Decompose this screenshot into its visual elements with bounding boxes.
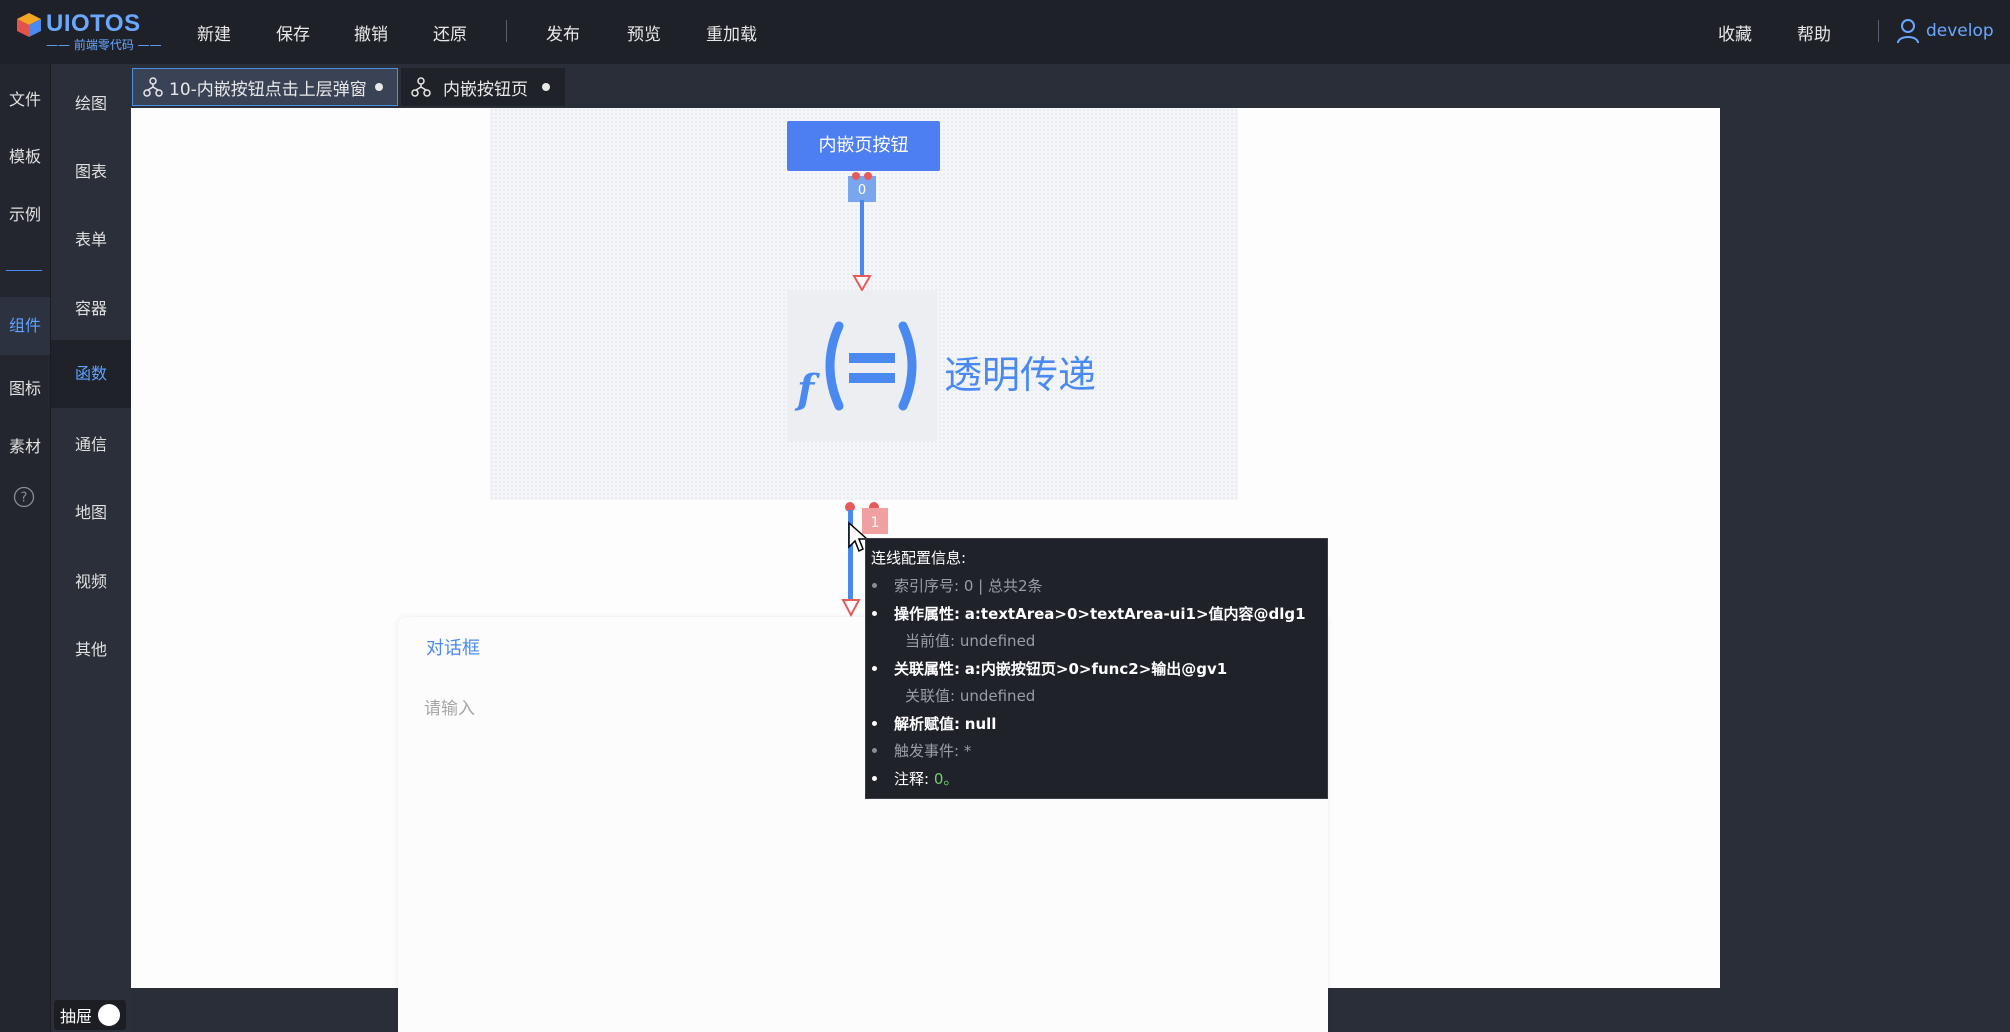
menu-new[interactable]: 新建	[197, 25, 231, 45]
bullet-icon	[872, 776, 877, 781]
tab-label: 内嵌按钮页	[443, 79, 528, 100]
unsaved-dot	[374, 83, 383, 91]
tooltip-row-note: 注释: 0。	[872, 768, 958, 789]
bullet-icon	[872, 748, 877, 753]
toggle-knob[interactable]	[98, 1004, 121, 1026]
menu-undo[interactable]: 撤销	[354, 25, 388, 45]
sidebar-item-icon[interactable]: 图标	[8, 379, 41, 398]
connector-line-top[interactable]: 0	[840, 170, 890, 295]
tooltip-row-index: 索引序号: 0 | 总共2条	[872, 575, 1043, 596]
sidebar-item-example[interactable]: 示例	[8, 205, 41, 224]
primary-sidebar	[0, 64, 51, 1032]
category-draw[interactable]: 绘图	[74, 94, 107, 113]
bullet-icon	[872, 666, 877, 671]
category-container[interactable]: 容器	[74, 299, 107, 318]
dialog-title: 对话框	[426, 638, 480, 659]
category-video[interactable]: 视频	[74, 572, 107, 591]
menu-redo[interactable]: 还原	[433, 25, 467, 45]
menu-save[interactable]: 保存	[276, 25, 310, 45]
tooltip-row-parse: 解析赋值: null	[872, 713, 996, 734]
connector-index-label: 0	[858, 183, 866, 198]
tab-inner-button-page[interactable]: 内嵌按钮页	[401, 68, 565, 106]
question-circle-icon[interactable]: ?	[13, 486, 35, 508]
tooltip-row-relation-value: 关联值: undefined	[905, 686, 1036, 706]
logo: UIOTOS —— 前端零代码 ——	[14, 10, 162, 52]
category-map[interactable]: 地图	[74, 503, 107, 522]
menu-preview[interactable]: 预览	[627, 25, 661, 45]
menu-reload[interactable]: 重加载	[706, 25, 757, 45]
function-equals-icon: f	[794, 321, 917, 413]
username: develop	[1926, 21, 1994, 41]
category-chart[interactable]: 图表	[74, 162, 107, 181]
function-label: 透明传递	[944, 353, 1097, 397]
category-communication[interactable]: 通信	[74, 435, 107, 454]
menu-favorite[interactable]: 收藏	[1718, 25, 1752, 45]
secondary-sidebar	[51, 64, 131, 1032]
dialog-text-input[interactable]: 请输入	[424, 699, 475, 719]
inner-page-button[interactable]: 内嵌页按钮	[787, 121, 940, 171]
category-function[interactable]: 函数	[51, 340, 131, 408]
node-tree-icon	[143, 77, 163, 97]
sidebar-item-template[interactable]: 模板	[8, 147, 41, 166]
svg-text:f: f	[794, 366, 820, 413]
node-tree-icon	[411, 77, 431, 97]
drawer-label: 抽屉	[60, 1007, 93, 1026]
logo-subtitle: —— 前端零代码 ——	[46, 38, 162, 52]
user-menu[interactable]: develop	[1896, 18, 1994, 44]
top-toolbar	[0, 0, 2010, 64]
sidebar-item-material[interactable]: 素材	[8, 437, 41, 456]
user-icon	[1897, 19, 1919, 44]
menu-publish[interactable]: 发布	[546, 25, 580, 45]
category-form[interactable]: 表单	[74, 230, 107, 249]
unsaved-dot	[542, 83, 550, 91]
connector-index-label: 1	[871, 515, 880, 531]
tooltip-row-relation: 关联属性: a:内嵌按钮页>0>func2>输出@gv1	[872, 658, 1227, 679]
bullet-icon	[872, 583, 877, 588]
bullet-icon	[872, 611, 877, 616]
function-node[interactable]: f	[787, 291, 937, 441]
svg-text:?: ?	[21, 491, 28, 506]
tooltip-row-trigger: 触发事件: *	[872, 740, 971, 761]
tooltip-row-operation: 操作属性: a:textArea>0>textArea-ui1>值内容@dlg1	[872, 603, 1306, 624]
tab-main-page[interactable]: 10-内嵌按钮点击上层弹窗	[132, 68, 398, 106]
bullet-icon	[872, 721, 877, 726]
tab-label: 10-内嵌按钮点击上层弹窗	[169, 79, 367, 100]
sidebar-divider	[6, 270, 42, 271]
menu-divider	[506, 20, 507, 42]
menu-divider	[1878, 20, 1879, 42]
menu-help[interactable]: 帮助	[1797, 25, 1831, 45]
sidebar-item-component[interactable]: 组件	[0, 297, 50, 355]
cube-logo-icon	[17, 13, 41, 37]
category-other[interactable]: 其他	[74, 640, 107, 659]
tooltip-title: 连线配置信息:	[871, 549, 967, 567]
tooltip-row-current: 当前值: undefined	[905, 631, 1036, 651]
connector-line-bottom[interactable]: 1	[836, 500, 896, 620]
sidebar-item-file[interactable]: 文件	[8, 90, 41, 109]
logo-text: UIOTOS	[46, 10, 141, 37]
drawer-toggle[interactable]: 抽屉	[54, 1000, 126, 1030]
connection-config-tooltip	[865, 538, 1328, 799]
